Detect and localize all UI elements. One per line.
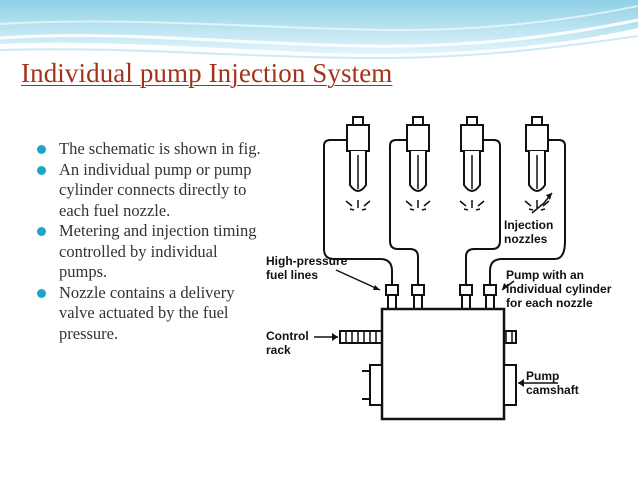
pump-camshaft <box>362 364 517 406</box>
injection-nozzle <box>405 116 431 211</box>
label-pump-camshaft: Pump <box>526 369 559 383</box>
bullet-item: An individual pump or pump cylinder conn… <box>37 160 262 222</box>
fuel-line-1 <box>323 139 393 285</box>
bullet-dot-icon <box>37 145 46 154</box>
injection-system-diagram: Injection nozzles High-pressure fuel lin… <box>266 116 612 421</box>
injection-nozzle <box>524 116 550 211</box>
injection-nozzle <box>345 116 371 211</box>
injection-nozzle <box>459 116 485 211</box>
label-pump-with-cylinder: Pump with an <box>506 268 584 282</box>
label-injection-nozzles: Injection <box>504 218 553 232</box>
pump-cylinders <box>385 284 497 310</box>
fuel-line-4 <box>489 139 566 285</box>
fuel-line-2 <box>389 139 419 285</box>
bullet-item: The schematic is shown in fig. <box>37 139 262 160</box>
label-pump-with-cylinder: individual cylinder <box>506 282 612 296</box>
header-wave-band <box>0 0 638 70</box>
bullet-list: The schematic is shown in fig. An indivi… <box>37 139 262 344</box>
bullet-text: The schematic is shown in fig. <box>59 139 261 158</box>
bullet-text: Metering and injection timing controlled… <box>59 221 257 281</box>
bullet-dot-icon <box>37 288 46 298</box>
pump-housing <box>380 307 506 421</box>
label-pump-with-cylinder: for each nozzle <box>506 296 593 310</box>
label-high-pressure-fuel-lines: High-pressure <box>266 254 348 268</box>
arrowheads <box>332 193 552 387</box>
bullet-dot-icon <box>37 165 46 175</box>
fuel-line-3 <box>465 139 501 285</box>
label-control-rack: rack <box>266 343 291 357</box>
bullet-text: An individual pump or pump cylinder conn… <box>59 159 252 220</box>
label-injection-nozzles: nozzles <box>504 232 548 246</box>
bullet-dot-icon <box>37 227 46 236</box>
label-pump-camshaft: camshaft <box>526 383 579 397</box>
slide-title: Individual pump Injection System <box>21 58 393 88</box>
label-control-rack: Control <box>266 329 309 343</box>
fuel-lines <box>323 139 566 285</box>
label-high-pressure-fuel-lines: fuel lines <box>266 268 318 282</box>
bullet-item: Nozzle contains a delivery valve actuate… <box>37 283 262 345</box>
bullet-text: Nozzle contains a delivery valve actuate… <box>59 282 235 343</box>
bullet-item: Metering and injection timing controlled… <box>37 221 262 283</box>
